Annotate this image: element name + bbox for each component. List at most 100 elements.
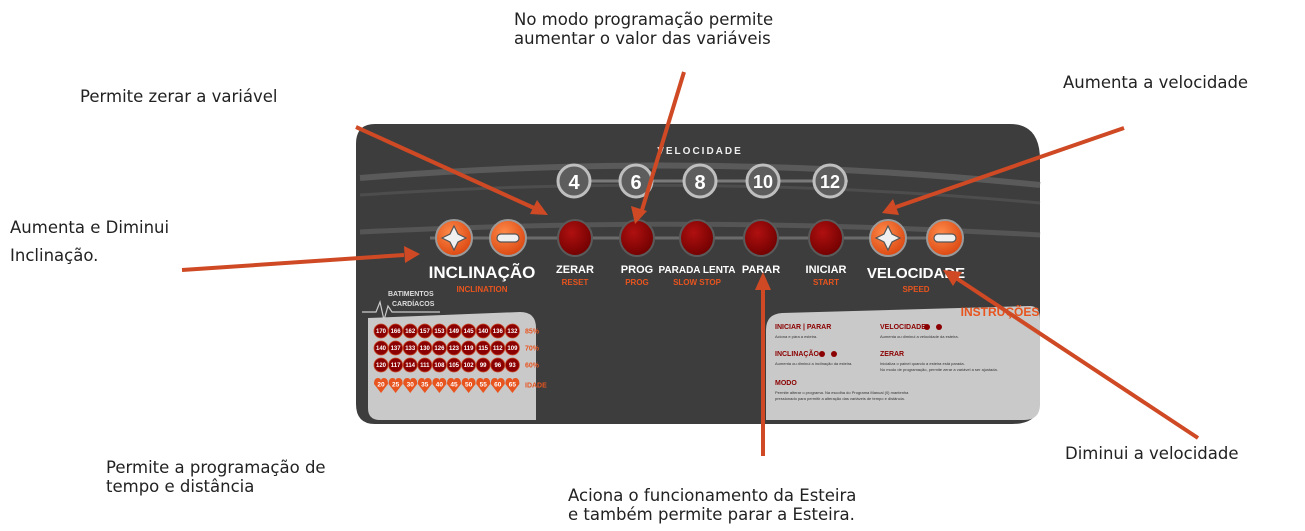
heart-rate-cell [431, 323, 447, 339]
heart-rate-cell [475, 357, 491, 373]
heart-age-value: 25 [392, 382, 400, 389]
speed-preset-10-label: 10 [753, 172, 773, 192]
speed-header: VELOCIDADE [657, 146, 743, 157]
heart-rate-value: 132 [507, 329, 518, 335]
zerar-button[interactable] [557, 219, 593, 257]
heart-age-value: 45 [450, 382, 458, 389]
slow-stop-button[interactable] [679, 219, 715, 257]
instr-modo-text-1: Permite alterar o programa. Na escolha d… [775, 390, 909, 395]
callout-reset: Permite zerar a variável [80, 87, 278, 106]
callout-speed-down: Diminui a velocidade [1065, 444, 1239, 463]
instructions-title: INSTRUÇÕES [961, 304, 1040, 319]
speed-label: VELOCIDADE [867, 265, 965, 282]
speed-preset-10[interactable]: 10 [745, 163, 781, 199]
heart-age-value: 20 [377, 382, 385, 389]
prog-sublabel: PROG [625, 278, 649, 287]
callout-stop: Aciona o funcionamento da Esteira e tamb… [568, 486, 856, 524]
zerar-label: ZERAR [556, 264, 594, 276]
heart-rate-cell [388, 357, 404, 373]
heart-rate-value: 112 [493, 346, 503, 352]
heart-age-label: IDADE [525, 383, 547, 390]
heart-rate-cell [475, 323, 491, 339]
prog-button[interactable] [619, 219, 655, 257]
zerar-sublabel: RESET [562, 278, 589, 287]
heart-rate-value: 120 [376, 363, 387, 369]
heart-rate-cell [388, 340, 404, 356]
heart-rate-value: 93 [509, 363, 516, 369]
heart-rate-value: 119 [464, 346, 474, 352]
slow-stop-sublabel: SLOW STOP [673, 278, 722, 287]
heart-rate-percent: 70% [525, 346, 540, 353]
heart-rate-value: 153 [434, 329, 445, 335]
callout-mode-line1: Permite a programação de [106, 458, 326, 477]
heart-rate-value: 166 [391, 329, 402, 335]
start-button[interactable] [808, 219, 844, 257]
pulse-line-icon [362, 299, 440, 321]
incline-down-button[interactable] [489, 219, 527, 257]
heart-age-icon [388, 378, 403, 393]
heart-rate-cell [505, 340, 520, 356]
heart-rate-value: 105 [449, 363, 460, 369]
speed-sublabel: SPEED [902, 285, 929, 294]
heart-rate-value: 130 [420, 346, 431, 352]
start-sublabel: START [813, 278, 839, 287]
callout-speed-up: Aumenta a velocidade [1063, 73, 1249, 92]
callout-prog: No modo programação permite aumentar o v… [514, 10, 773, 48]
stop-label: PARAR [742, 264, 780, 276]
heart-rate-value: 170 [376, 329, 387, 335]
incline-up-button[interactable] [435, 219, 473, 257]
heart-rate-cell [446, 340, 462, 356]
arrow-stop [755, 272, 771, 456]
heart-rate-cell [402, 357, 418, 373]
speed-preset-12[interactable]: 12 [812, 163, 848, 199]
heart-rate-cell [402, 340, 418, 356]
heart-age-value: 55 [480, 382, 488, 389]
speed-preset-8[interactable]: 8 [682, 163, 718, 199]
plus-icon [440, 224, 468, 252]
arrow-incline [181, 246, 420, 272]
callout-stop-line1: Aciona o funcionamento da Esteira [568, 486, 857, 505]
heart-age-icon [505, 378, 520, 393]
callout-stop-line2: e também permite parar a Esteira. [568, 505, 855, 524]
minus-icon [496, 233, 520, 243]
heart-rate-cell [505, 357, 520, 373]
heart-age-value: 65 [509, 382, 517, 389]
arrow-reset [355, 125, 548, 215]
heart-age-icon [403, 378, 418, 393]
heart-rate-cell [417, 323, 433, 339]
speed-preset-6-label: 6 [630, 172, 641, 194]
callout-mode-line2: tempo e distância [106, 477, 255, 496]
instr-velocidade-icons [924, 324, 942, 330]
plus-icon [874, 224, 902, 252]
heart-rate-cell [402, 323, 418, 339]
heart-rate-cell [461, 323, 477, 339]
heart-rate-value: 157 [420, 329, 431, 335]
heart-rate-cell [388, 323, 404, 339]
heart-rate-value: 102 [464, 363, 475, 369]
heart-rate-cell [475, 340, 491, 356]
instructions-panel [766, 306, 1040, 420]
heart-rate-title-1: BATIMENTOS [388, 291, 434, 298]
heart-rate-value: 133 [405, 346, 416, 352]
instr-inclinacao-icons [819, 351, 837, 357]
heart-rate-cell [505, 323, 520, 339]
heart-rate-percent: 85% [525, 329, 540, 336]
heart-rate-value: 96 [494, 363, 501, 369]
callout-arrows [181, 71, 1200, 456]
heart-rate-value: 162 [405, 329, 416, 335]
stop-button[interactable] [743, 219, 779, 257]
heart-age-icon [432, 378, 447, 393]
instr-modo-title: MODO [775, 380, 797, 387]
heart-rate-cell [490, 357, 506, 373]
speed-preset-4[interactable]: 4 [556, 163, 592, 199]
arrow-speed-down [943, 270, 1200, 440]
arrow-prog [631, 71, 686, 224]
speed-up-button[interactable] [869, 219, 907, 257]
slow-stop-label: PARADA LENTA [658, 265, 735, 276]
heart-age-icon [374, 378, 388, 393]
heart-age-icon [476, 378, 491, 393]
speed-down-button[interactable] [926, 219, 964, 257]
callout-prog-line2: aumentar o valor das variáveis [514, 29, 771, 48]
instr-inclinacao-text: Aumenta ou diminui a inclinação da estei… [775, 361, 852, 366]
